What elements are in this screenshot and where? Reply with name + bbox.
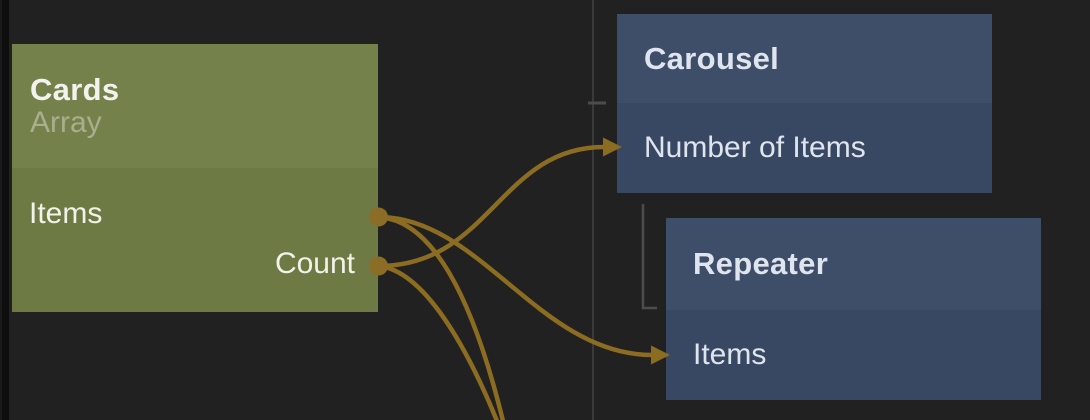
output-port-items[interactable] (369, 207, 388, 227)
node-cards-header[interactable]: Cards Array (12, 44, 378, 168)
output-row-count[interactable]: Count (12, 239, 378, 289)
output-row-items[interactable]: Items (12, 189, 378, 239)
node-repeater-body: Items (666, 310, 1041, 400)
node-subtitle: Array (30, 106, 102, 139)
hierarchy-guide-bracket (641, 204, 657, 310)
wire-items-to-offscreen[interactable] (378, 214, 506, 420)
wire-items-to-repeater-items[interactable] (378, 214, 653, 358)
node-cards[interactable]: Cards Array Items Count (12, 44, 378, 312)
node-title: Repeater (693, 246, 829, 281)
node-carousel[interactable]: Carousel Number of Items (617, 14, 992, 193)
wire-count-to-carousel-number-of-items[interactable] (378, 144, 605, 269)
node-carousel-header[interactable]: Carousel (617, 14, 992, 103)
input-label-number-of-items: Number of Items (644, 131, 866, 164)
input-row-items[interactable]: Items (666, 310, 1041, 400)
node-cards-body: Items Count (12, 168, 378, 312)
wire-count-to-offscreen[interactable] (378, 263, 500, 420)
node-carousel-body: Number of Items (617, 103, 992, 193)
output-label-count: Count (274, 247, 355, 280)
node-repeater-header[interactable]: Repeater (666, 218, 1041, 310)
input-label-items: Items (693, 338, 767, 371)
node-title: Carousel (644, 40, 780, 76)
node-title: Cards (30, 72, 120, 107)
input-arrow-repeater (651, 345, 670, 365)
input-row-number-of-items[interactable]: Number of Items (617, 103, 992, 193)
input-arrow-carousel (603, 137, 622, 157)
node-repeater[interactable]: Repeater Items (666, 218, 1041, 400)
panel-edge (0, 0, 9, 420)
output-port-count[interactable] (369, 256, 388, 276)
output-label-items: Items (29, 197, 103, 230)
